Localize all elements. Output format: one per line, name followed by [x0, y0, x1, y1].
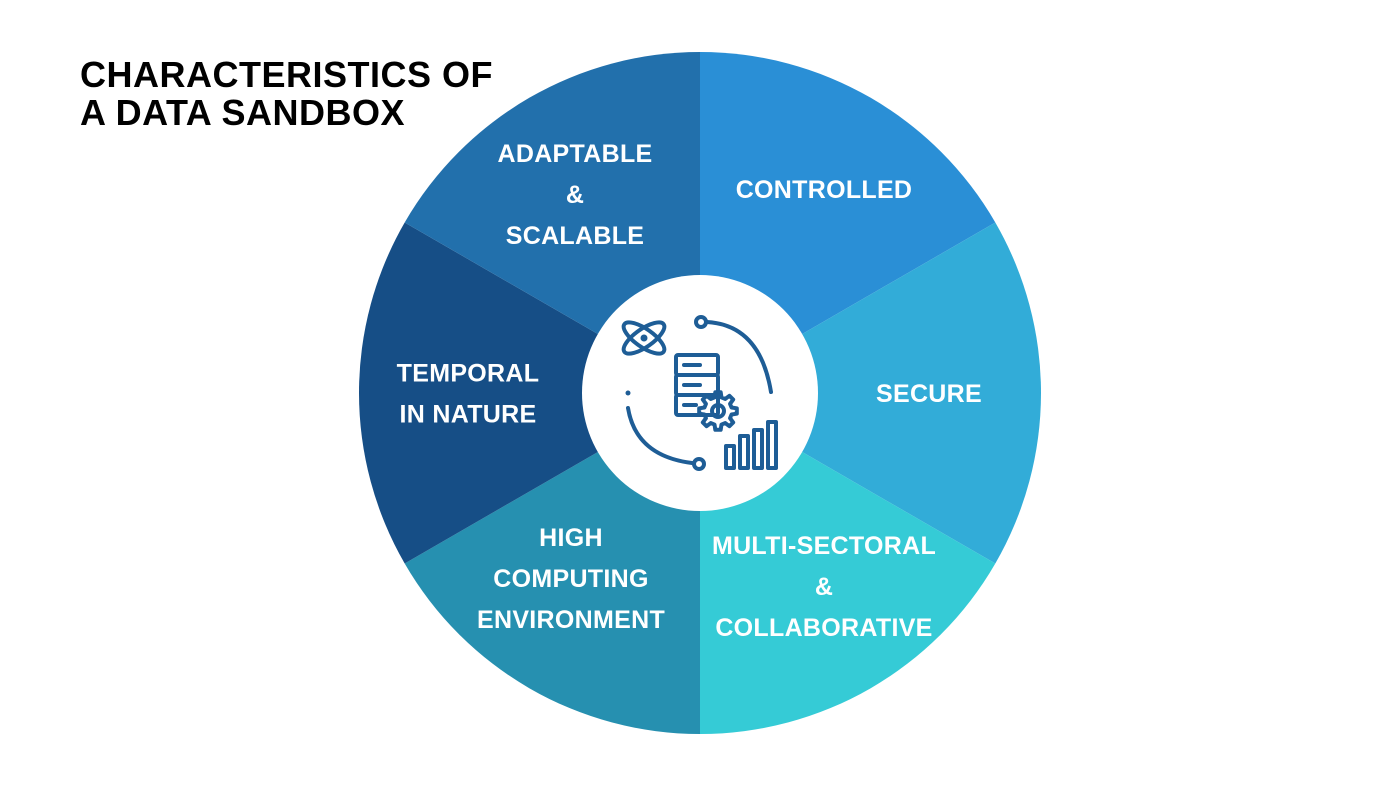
segment-secure [700, 222, 1041, 564]
data-server-gear-chart-icon [621, 315, 778, 471]
gear-icon [697, 390, 739, 432]
segment-label-line: SCALABLE [506, 222, 645, 250]
connection-arc-icon [625, 315, 773, 471]
segment-label-secure: SECURE [876, 380, 982, 408]
segment-temporal [359, 222, 700, 564]
segment-label-line: & [815, 573, 833, 601]
segment-label-line: CONTROLLED [736, 176, 913, 204]
page-title: CHARACTERISTICS OF A DATA SANDBOX [80, 56, 493, 132]
segment-label-controlled: CONTROLLED [736, 176, 913, 204]
bar-chart-icon [724, 420, 778, 470]
segment-label-line: TEMPORAL [397, 360, 540, 388]
segment-label-line: ENVIRONMENT [477, 606, 665, 634]
segment-label-line: MULTI-SECTORAL [712, 532, 936, 560]
segment-label-adaptable: ADAPTABLE & SCALABLE [497, 140, 652, 250]
segment-label-line: COLLABORATIVE [715, 614, 932, 642]
title-line-2: A DATA SANDBOX [80, 92, 405, 133]
segment-label-multi-sectoral: MULTI-SECTORAL & COLLABORATIVE [712, 532, 936, 642]
segment-label-line: COMPUTING [493, 565, 648, 593]
segment-label-line: SECURE [876, 380, 982, 408]
segment-label-line: IN NATURE [400, 401, 537, 429]
segment-label-line: ADAPTABLE [497, 140, 652, 168]
segment-label-temporal: TEMPORAL IN NATURE [397, 360, 540, 429]
segment-label-line: HIGH [539, 524, 603, 552]
wheel-labels: CONTROLLED SECURE MULTI-SECTORAL & COLLABORA… [397, 140, 982, 642]
segment-label-line: & [566, 181, 584, 209]
segment-label-high-computing: HIGH COMPUTING ENVIRONMENT [477, 524, 665, 634]
atom-icon [621, 320, 667, 356]
title-line-1: CHARACTERISTICS OF [80, 54, 493, 95]
